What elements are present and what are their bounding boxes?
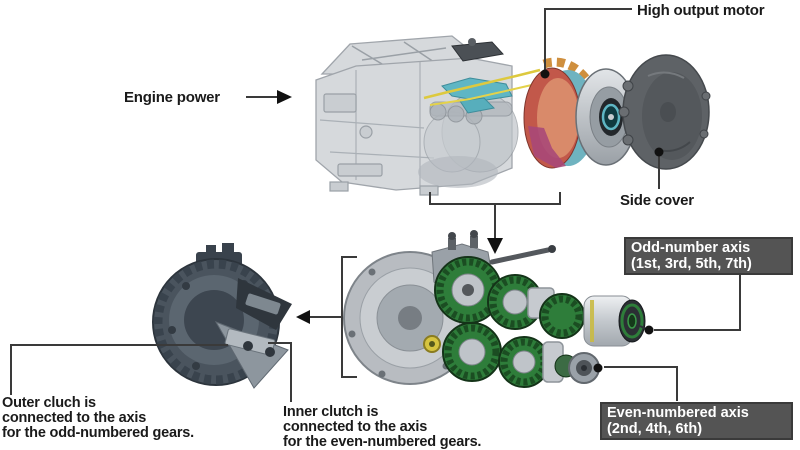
outer-clutch-note-line2: connected to the axis xyxy=(2,410,147,426)
side-cover-dot xyxy=(654,147,664,157)
inner-clutch-leader-line xyxy=(268,342,292,402)
arrow-down-icon xyxy=(487,238,503,254)
high-output-motor-dot xyxy=(540,69,550,79)
even-axis-callout: Even-numbered axis (2nd, 4th, 6th) xyxy=(600,402,793,440)
side-cover-illustration xyxy=(618,54,711,170)
even-axis-callout-title: Even-numbered axis xyxy=(607,405,749,421)
inner-clutch-note-line1: Inner clutch is xyxy=(283,404,379,420)
inner-clutch-note-line2: connected to the axis xyxy=(283,419,428,435)
engine-power-label: Engine power xyxy=(124,89,220,106)
outer-clutch-leader-line xyxy=(10,344,228,395)
arrow-left-icon xyxy=(296,310,310,324)
outer-clutch-note-line3: for the odd-numbered gears. xyxy=(2,425,194,441)
clutch-assembly-illustration xyxy=(152,243,292,389)
even-axis-leader-line xyxy=(604,366,678,401)
even-axis-dot xyxy=(593,363,603,373)
outer-clutch-note-line1: Outer cluch is xyxy=(2,395,96,411)
gear-axes-illustration xyxy=(343,230,649,388)
high-output-motor-label: High output motor xyxy=(637,2,765,19)
even-axis-callout-detail: (2nd, 4th, 6th) xyxy=(607,421,703,437)
inner-clutch-note-line3: for the even-numbered gears. xyxy=(283,434,482,450)
transmission-assembly-illustration xyxy=(315,35,669,196)
high-output-motor-leader-line xyxy=(544,8,632,70)
side-cover-label: Side cover xyxy=(620,192,694,209)
odd-axis-leader-line xyxy=(654,274,741,331)
odd-axis-callout: Odd-number axis (1st, 3rd, 5th, 7th) xyxy=(624,237,793,275)
annotation-lines xyxy=(10,8,741,402)
odd-axis-dot xyxy=(644,325,654,335)
inner-clutch-note: Inner clutch is connected to the axis fo… xyxy=(283,405,481,450)
assembly-bracket xyxy=(429,192,561,205)
odd-axis-callout-detail: (1st, 3rd, 5th, 7th) xyxy=(631,256,752,272)
arrow-right-icon xyxy=(277,90,292,104)
odd-axis-callout-title: Odd-number axis xyxy=(631,240,751,256)
outer-clutch-note: Outer cluch is connected to the axis for… xyxy=(2,396,194,441)
